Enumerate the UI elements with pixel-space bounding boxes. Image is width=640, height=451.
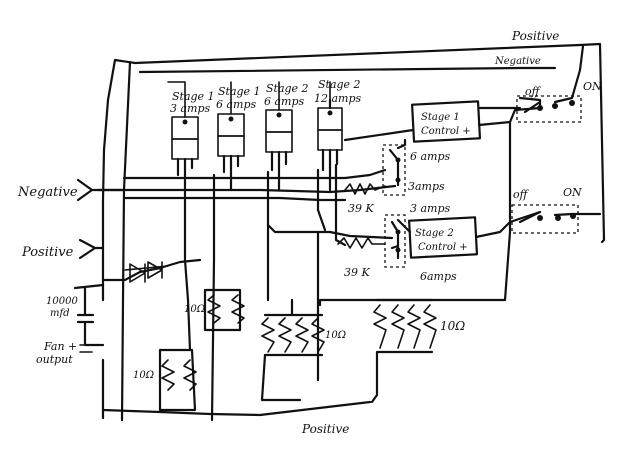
positive-input-arrow xyxy=(78,238,105,260)
bus-wire-2 xyxy=(96,184,397,194)
fan-output-label: output xyxy=(36,353,73,366)
bus-wire-3 xyxy=(122,196,347,202)
res-10-c-label: 10Ω xyxy=(325,330,346,341)
ctrl-return xyxy=(478,96,542,234)
amps-6-top-label: 6 amps xyxy=(410,150,451,163)
res-10-a-label: 10Ω xyxy=(184,304,205,315)
ctrl2-line2: Control + xyxy=(418,242,468,253)
stage1-control-box: Stage 1 Control + xyxy=(411,100,482,143)
switch-1 xyxy=(516,44,585,123)
res-39k-2-label: 39 K xyxy=(344,266,370,279)
res-group-c xyxy=(261,298,325,357)
positive-top-label: Positive xyxy=(511,29,559,43)
negative-input-label: Negative xyxy=(17,185,78,200)
outer-positive-wire xyxy=(101,42,606,420)
stage2-12a-title: Stage 2 xyxy=(318,78,361,91)
amps-6-bot-label: 6amps xyxy=(420,270,457,283)
bus-wire-1 xyxy=(122,168,387,180)
on-2-label: ON xyxy=(563,186,582,199)
stage1-6a-amps: 6 amps xyxy=(216,98,257,111)
res-39k-1-label: 39 K xyxy=(348,202,374,215)
stage2-drive-b xyxy=(316,163,347,247)
stage2-drive xyxy=(266,170,394,240)
drop-wires xyxy=(183,173,320,422)
amps-3-b-label: 3 amps xyxy=(410,202,451,215)
res-10-b-label: 10Ω xyxy=(133,370,154,381)
res-group-b xyxy=(158,348,197,412)
ctrl1-line2: Control + xyxy=(421,126,471,137)
diodes xyxy=(101,258,202,283)
res-39k-1 xyxy=(344,183,386,195)
amps-3-label: 3amps xyxy=(408,180,445,193)
res-10-d-label: 10Ω xyxy=(440,319,465,333)
capacitor xyxy=(73,283,105,347)
stage2-6a-amps: 6 amps xyxy=(264,95,305,108)
range-switch-1 xyxy=(382,144,406,196)
negative-input-arrow xyxy=(76,178,126,202)
ctrl2-line1: Stage 2 xyxy=(415,228,454,239)
stage2-6a-title: Stage 2 xyxy=(266,82,309,95)
fan-label: Fan + xyxy=(43,340,77,353)
switch-2 xyxy=(511,204,602,234)
bottom-positive-wire xyxy=(101,353,372,417)
fan-output-wire xyxy=(79,344,104,353)
range-switch-2 xyxy=(384,214,406,268)
tab-wires xyxy=(167,81,331,118)
res-group-d xyxy=(370,298,437,404)
negative-top-label: Negative xyxy=(494,56,541,67)
stage2-control-box: Stage 2 Control + xyxy=(408,216,479,259)
res-39k-2 xyxy=(337,237,386,249)
negative-top-wire xyxy=(138,66,557,74)
ctrl1-wires xyxy=(328,98,542,150)
transistor-stage1-3a xyxy=(171,116,199,192)
cap-value-label: 10000 xyxy=(46,296,78,307)
positive-input-label: Positive xyxy=(21,245,74,260)
off-1-label: off xyxy=(525,85,542,98)
positive-bottom-label: Positive xyxy=(301,422,349,436)
on-1-label: ON xyxy=(583,80,602,93)
res-group-a xyxy=(203,288,245,332)
stage1-6a-title: Stage 1 xyxy=(218,85,261,98)
stage2-12a-amps: 12 amps xyxy=(314,92,362,105)
ctrl1-line1: Stage 1 xyxy=(421,112,460,123)
off-2-label: off xyxy=(513,188,530,201)
stage1-3a-amps: 3 amps xyxy=(170,102,211,115)
inner-negative-rail xyxy=(120,60,132,422)
cap-unit-label: mfd xyxy=(50,308,70,319)
stage1-3a-title: Stage 1 xyxy=(172,90,215,103)
